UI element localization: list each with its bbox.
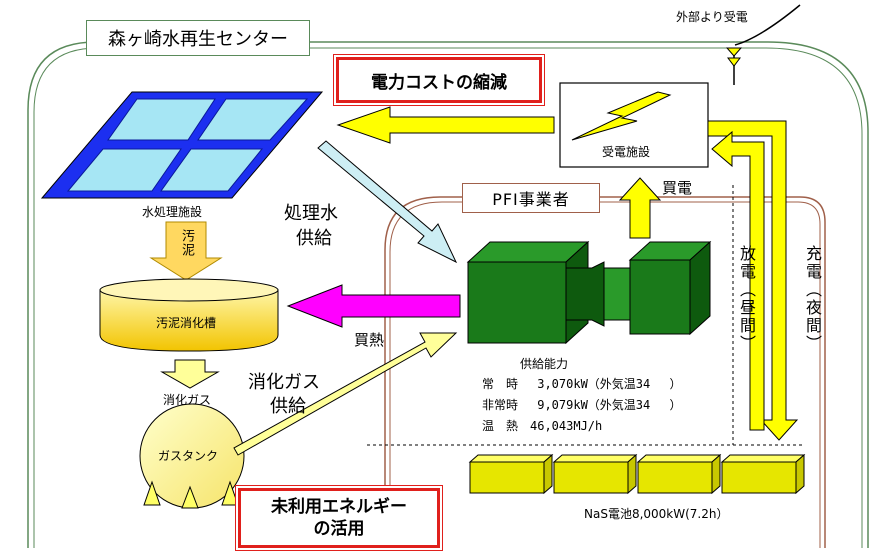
gas-supply-label-1: 消化ガス — [248, 372, 320, 393]
arrow-charge — [707, 120, 799, 441]
arrow-heat-purchase — [286, 284, 461, 328]
treated-water-label-2: 供給 — [296, 228, 332, 249]
site-boundary-inner — [33, 47, 863, 548]
charge-label: 充電（夜間） — [803, 245, 822, 353]
pfi-boundary-inner — [389, 201, 821, 548]
cost-reduction-box: 電力コストの縮減 — [336, 57, 542, 103]
power-line-small-arrow-2 — [727, 57, 741, 67]
arrow-digestion-gas — [160, 359, 220, 389]
lightning-icon — [571, 91, 672, 141]
arrow-power-purchase — [618, 177, 662, 239]
sludge-label: 汚泥 — [179, 229, 194, 257]
capacity-heading: 供給能力 — [520, 357, 569, 371]
water-treatment-label: 水処理施設 — [142, 205, 203, 219]
site-boundary — [27, 41, 869, 548]
unused-energy-label-1: 未利用エネルギー — [271, 496, 407, 517]
discharge-label: 放電（昼間） — [737, 245, 756, 353]
unused-energy-box: 未利用エネルギー の活用 — [238, 488, 440, 548]
arrow-to-cost-reduction — [336, 106, 555, 144]
pfi-boundary — [384, 196, 826, 548]
pfi-operator-label: PFI事業者 — [492, 190, 570, 209]
nas-battery — [468, 453, 806, 495]
capacity-row-normal: 常 時 3,070kW（外気温34 ） — [482, 377, 682, 391]
arrow-treated-water — [317, 140, 458, 264]
power-line — [734, 4, 801, 46]
arrow-discharge — [711, 130, 765, 431]
external-power-label: 外部より受電 — [676, 10, 748, 24]
gas-supply-label-2: 供給 — [270, 396, 306, 417]
substation-label: 受電施設 — [602, 145, 651, 159]
cost-reduction-label: 電力コストの縮減 — [371, 72, 507, 93]
capacity-row-heat: 温 熱 46,043MJ/h — [482, 419, 603, 433]
heat-purchase-label: 買熱 — [354, 331, 385, 349]
power-line-small-arrow — [725, 47, 743, 57]
substation-box — [559, 82, 709, 168]
capacity-row-emergency: 非常時 9,079kW（外気温34 ） — [482, 398, 682, 412]
unused-energy-label-2: の活用 — [313, 519, 365, 539]
digester-label: 汚泥消化槽 — [156, 316, 217, 330]
battery-label: NaS電池8,000kW(7.2h） — [584, 507, 729, 521]
digestion-gas-label: 消化ガス — [163, 393, 212, 407]
power-purchase-label: 買電 — [662, 179, 693, 197]
page-title: 森ヶ崎水再生センター — [86, 20, 310, 56]
pfi-operator-box: PFI事業者 — [462, 183, 600, 213]
treated-water-label-1: 処理水 — [284, 203, 338, 224]
gas-tank-label: ガスタンク — [158, 449, 219, 463]
digester-tank — [99, 289, 279, 352]
arrow-gas-supply — [233, 332, 458, 456]
arrow-sludge — [149, 221, 223, 281]
